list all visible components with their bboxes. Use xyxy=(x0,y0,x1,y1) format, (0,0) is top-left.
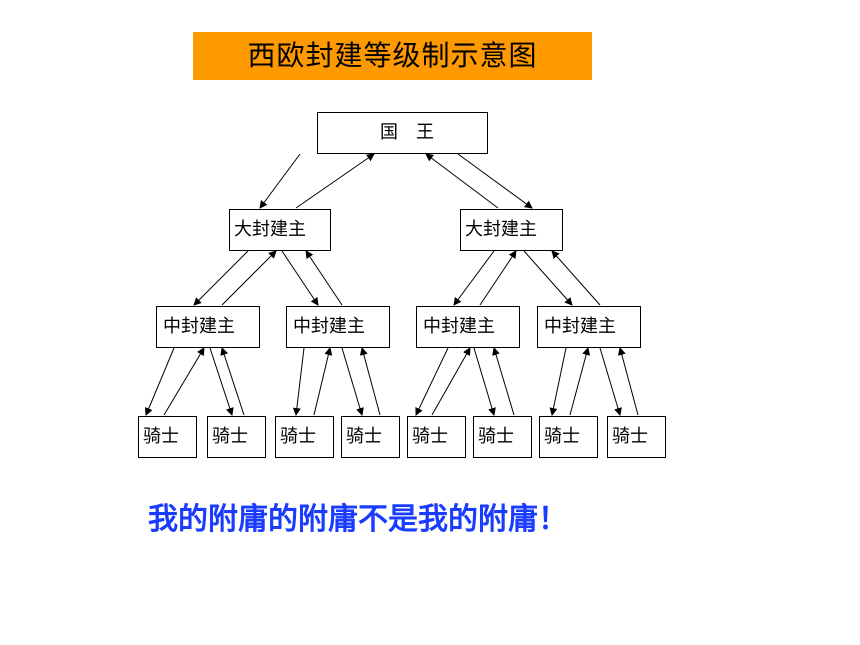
arrow-mid-lord-4-to-knight-7 xyxy=(549,347,567,416)
node-knight-2: 骑士 xyxy=(207,416,266,458)
arrow-mid-lord-3-to-knight-5 xyxy=(415,347,449,416)
node-knight-3: 骑士 xyxy=(275,416,334,458)
arrow-great-lord-1-to-mid-lord-2 xyxy=(281,250,319,306)
arrow-mid-lord-1-to-great-lord-1 xyxy=(221,250,277,306)
arrow-knight-4-to-mid-lord-2 xyxy=(359,347,381,416)
node-knight-6: 骑士 xyxy=(473,416,532,458)
arrow-great-lord-1-to-mid-lord-1 xyxy=(193,250,249,306)
node-mid-lord-1: 中封建主 xyxy=(156,306,260,348)
diagram-title: 西欧封建等级制示意图 xyxy=(193,32,592,80)
arrow-great-lord-2-to-mid-lord-3 xyxy=(453,250,495,306)
arrow-knight-8-to-mid-lord-4 xyxy=(617,347,639,416)
arrow-king-to-great-lord-2 xyxy=(457,153,533,209)
node-great-lord-1: 大封建主 xyxy=(229,209,331,251)
node-knight-8: 骑士 xyxy=(607,416,666,458)
arrow-mid-lord-3-to-great-lord-2 xyxy=(479,250,517,306)
arrow-knight-7-to-mid-lord-4 xyxy=(569,347,591,416)
arrow-knight-2-to-mid-lord-1 xyxy=(220,347,245,416)
arrow-king-to-great-lord-1 xyxy=(259,153,301,209)
arrow-mid-lord-2-to-knight-3 xyxy=(292,347,305,416)
arrow-knight-5-to-mid-lord-3 xyxy=(431,347,471,416)
arrow-knight-3-to-mid-lord-2 xyxy=(313,347,333,416)
node-knight-7: 骑士 xyxy=(539,416,598,458)
node-knight-1: 骑士 xyxy=(138,416,197,458)
arrow-mid-lord-2-to-great-lord-1 xyxy=(305,250,343,306)
node-mid-lord-3: 中封建主 xyxy=(416,306,520,348)
arrow-knight-6-to-mid-lord-3 xyxy=(492,347,515,416)
node-king: 国 王 xyxy=(317,112,488,154)
node-great-lord-2: 大封建主 xyxy=(460,209,563,251)
arrow-mid-lord-4-to-great-lord-2 xyxy=(551,250,601,306)
arrow-great-lord-1-to-king xyxy=(295,153,375,209)
arrow-mid-lord-4-to-knight-8 xyxy=(599,347,622,416)
arrow-mid-lord-3-to-knight-6 xyxy=(473,347,496,416)
arrow-great-lord-2-to-mid-lord-4 xyxy=(523,250,573,306)
arrow-mid-lord-2-to-knight-4 xyxy=(341,347,364,416)
arrow-great-lord-2-to-king xyxy=(425,153,499,209)
arrow-knight-1-to-mid-lord-1 xyxy=(163,347,205,416)
node-knight-4: 骑士 xyxy=(341,416,400,458)
arrow-mid-lord-1-to-knight-1 xyxy=(145,347,175,416)
arrow-mid-lord-1-to-knight-2 xyxy=(209,347,234,416)
node-knight-5: 骑士 xyxy=(407,416,466,458)
node-mid-lord-4: 中封建主 xyxy=(537,306,641,348)
slogan-text: 我的附庸的附庸不是我的附庸！ xyxy=(148,502,568,537)
node-mid-lord-2: 中封建主 xyxy=(286,306,390,348)
